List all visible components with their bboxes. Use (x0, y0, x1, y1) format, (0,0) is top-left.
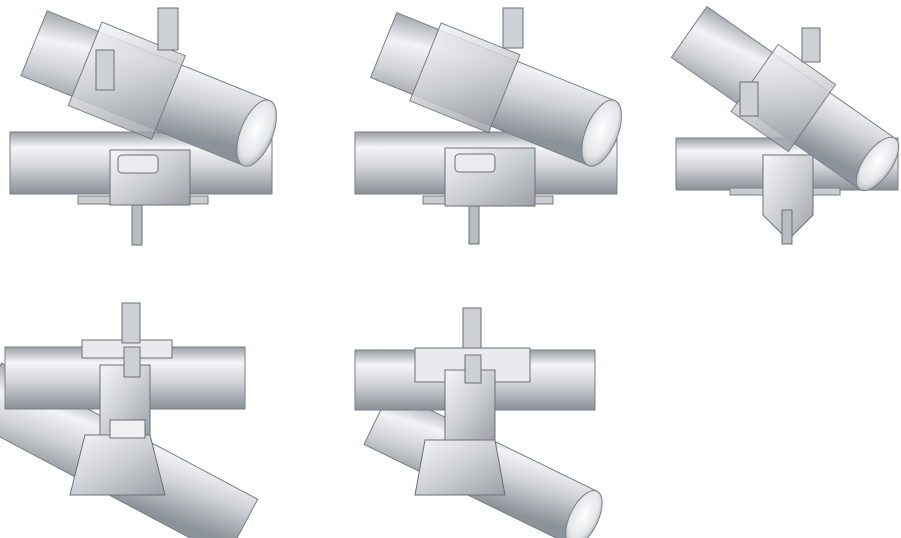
coupler-diagram-2 (345, 0, 645, 260)
coupler-diagram-3 (668, 0, 901, 260)
coupler-diagram-1 (0, 0, 300, 260)
coupler-diagram-5 (345, 300, 605, 538)
coupler-diagram-4 (0, 285, 260, 538)
